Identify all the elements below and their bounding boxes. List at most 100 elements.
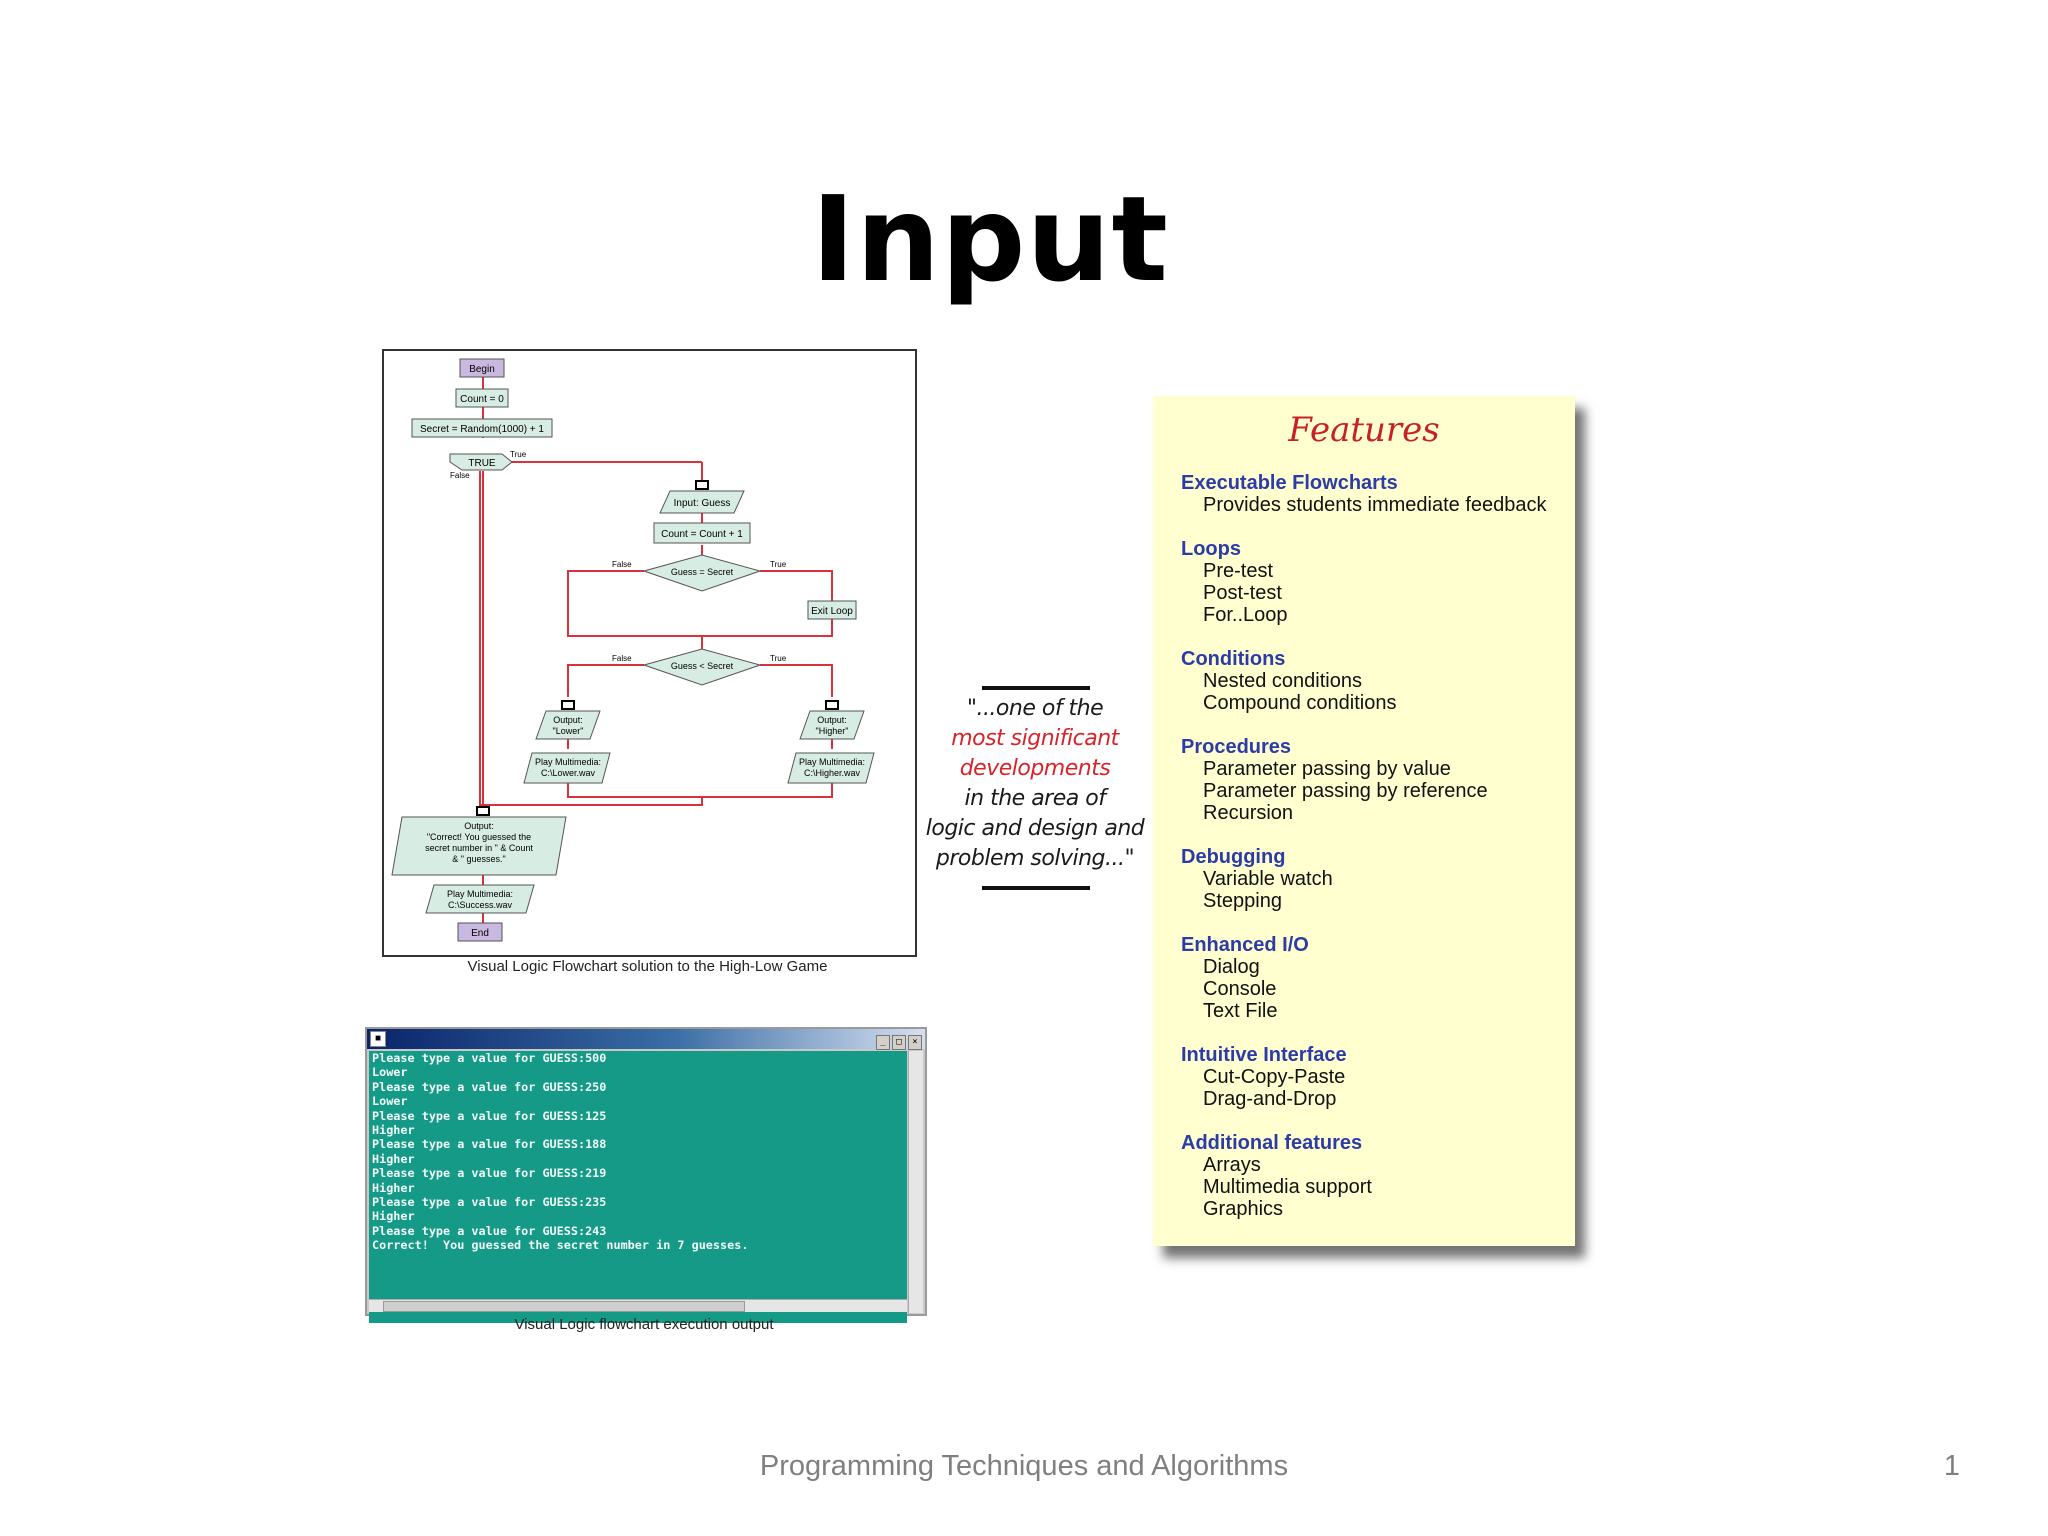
- console-line: Higher: [372, 1209, 415, 1224]
- svg-text:Count = Count + 1: Count = Count + 1: [661, 529, 743, 540]
- console-line: Please type a value for GUESS:243: [372, 1223, 607, 1238]
- svg-text:Input: Guess: Input: Guess: [674, 498, 731, 509]
- feature-item: Graphics: [1203, 1198, 1284, 1220]
- quote-text: "...one of the most significant developm…: [925, 694, 1145, 874]
- vertical-scrollbar[interactable]: [908, 1051, 923, 1313]
- console-line: Lower: [372, 1094, 408, 1109]
- features-panel: Features Executable Flowcharts Provides …: [1153, 396, 1575, 1246]
- svg-text:Guess < Secret: Guess < Secret: [671, 661, 734, 671]
- feature-item: Post-test: [1203, 582, 1282, 604]
- feature-group: Loops Pre-test Post-test For..Loop: [1181, 538, 1547, 626]
- feature-group: Enhanced I/O Dialog Console Text File: [1181, 934, 1547, 1022]
- flowchart-guess-lt-node: Guess < Secret False True: [612, 648, 787, 686]
- maximize-button[interactable]: □: [892, 1035, 906, 1050]
- feature-item: Arrays: [1203, 1154, 1261, 1176]
- feature-group: Conditions Nested conditions Compound co…: [1181, 648, 1547, 714]
- feature-group: Debugging Variable watch Stepping: [1181, 846, 1547, 912]
- feature-heading: Procedures: [1181, 736, 1292, 758]
- console-line: Please type a value for GUESS:125: [372, 1108, 607, 1123]
- feature-item: Parameter passing by reference: [1203, 780, 1488, 802]
- svg-text:C:\Higher.wav: C:\Higher.wav: [804, 768, 861, 778]
- feature-heading: Additional features: [1181, 1132, 1363, 1154]
- console-line: Please type a value for GUESS:250: [372, 1079, 607, 1094]
- console-titlebar[interactable]: ■ _□×: [367, 1029, 925, 1050]
- minimize-button[interactable]: _: [876, 1035, 890, 1050]
- slide-title: Input: [811, 170, 1169, 308]
- svg-text:Begin: Begin: [469, 364, 495, 375]
- feature-group: Procedures Parameter passing by value Pa…: [1181, 736, 1547, 824]
- svg-text:C:\Success.wav: C:\Success.wav: [448, 900, 513, 910]
- quote-bottom-rule: [982, 886, 1090, 890]
- console-line: Correct! You guessed the secret number i…: [372, 1238, 749, 1253]
- flowchart-caption: Visual Logic Flowchart solution to the H…: [467, 958, 828, 975]
- svg-text:True: True: [510, 450, 527, 459]
- svg-text:C:\Lower.wav: C:\Lower.wav: [541, 768, 596, 778]
- feature-group: Additional features Arrays Multimedia su…: [1181, 1132, 1547, 1220]
- flowchart-diagram: Begin Count = 0 Secret = Random(1000) + …: [391, 358, 875, 942]
- feature-item: Nested conditions: [1203, 670, 1362, 692]
- console-line: Please type a value for GUESS:219: [372, 1166, 607, 1181]
- svg-text:False: False: [612, 560, 632, 569]
- flowchart-loop-node: TRUE True False: [449, 450, 527, 480]
- svg-text:True: True: [770, 654, 787, 663]
- quote-line-highlight: developments: [959, 756, 1111, 781]
- console-caption: Visual Logic flowchart execution output: [514, 1316, 774, 1333]
- feature-item: Dialog: [1203, 956, 1260, 978]
- app-icon[interactable]: ■: [370, 1031, 386, 1047]
- flowchart-input-guess-node: Input: Guess: [659, 480, 745, 514]
- svg-text:"Lower": "Lower": [553, 726, 584, 736]
- feature-heading: Intuitive Interface: [1181, 1044, 1347, 1066]
- svg-text:Output:: Output:: [553, 715, 583, 725]
- feature-group: Intuitive Interface Cut-Copy-Paste Drag-…: [1181, 1044, 1547, 1110]
- svg-text:False: False: [450, 471, 470, 480]
- features-list: Executable Flowcharts Provides students …: [1181, 472, 1547, 1242]
- svg-text:Play Multimedia:: Play Multimedia:: [447, 889, 513, 899]
- feature-item: Text File: [1203, 1000, 1278, 1022]
- svg-text:& " guesses.": & " guesses.": [452, 854, 505, 864]
- feature-heading: Loops: [1181, 538, 1241, 560]
- slide-page-number: 1: [1943, 1450, 1960, 1482]
- feature-item: Parameter passing by value: [1203, 758, 1451, 780]
- horizontal-scrollbar[interactable]: [369, 1299, 907, 1312]
- feature-item: Console: [1203, 978, 1277, 1000]
- svg-text:False: False: [612, 654, 632, 663]
- close-button[interactable]: ×: [908, 1035, 922, 1050]
- feature-heading: Debugging: [1181, 846, 1286, 868]
- feature-item: Stepping: [1203, 890, 1282, 912]
- svg-text:"Correct! You guessed the: "Correct! You guessed the: [427, 832, 531, 842]
- feature-item: Compound conditions: [1203, 692, 1397, 714]
- svg-text:secret number in " & Count: secret number in " & Count: [425, 843, 533, 853]
- svg-text:Output:: Output:: [464, 821, 494, 831]
- quote-line: "...one of the: [966, 696, 1104, 721]
- console-line: Please type a value for GUESS:188: [372, 1137, 607, 1152]
- flowchart-output-higher-node: Output: "Higher": [799, 700, 865, 740]
- flowchart-end-node: End: [457, 922, 503, 942]
- svg-text:"Higher": "Higher": [816, 726, 849, 736]
- quote-line-highlight: most significant: [951, 726, 1119, 751]
- flowchart-output-correct-node: Output: "Correct! You guessed the secret…: [391, 806, 567, 876]
- feature-item: Cut-Copy-Paste: [1203, 1066, 1346, 1088]
- flowchart-figure: Begin Count = 0 Secret = Random(1000) + …: [382, 349, 917, 957]
- svg-text:End: End: [471, 928, 489, 939]
- feature-item: Variable watch: [1203, 868, 1333, 890]
- svg-text:True: True: [770, 560, 787, 569]
- feature-item: Pre-test: [1203, 560, 1274, 582]
- quote-top-rule: [982, 686, 1090, 690]
- scrollbar-thumb[interactable]: [383, 1301, 745, 1312]
- slide-footer: Programming Techniques and Algorithms: [759, 1450, 1289, 1482]
- feature-group: Executable Flowcharts Provides students …: [1181, 472, 1547, 516]
- feature-item: Drag-and-Drop: [1203, 1088, 1337, 1110]
- quote-line: in the area of: [964, 786, 1106, 811]
- console-line: Higher: [372, 1151, 415, 1166]
- svg-text:TRUE: TRUE: [468, 458, 496, 469]
- feature-item: Provides students immediate feedback: [1203, 494, 1547, 516]
- svg-text:Play Multimedia:: Play Multimedia:: [535, 757, 601, 767]
- flowchart-multimedia-lower-node: Play Multimedia: C:\Lower.wav: [523, 752, 611, 784]
- svg-text:Secret = Random(1000) + 1: Secret = Random(1000) + 1: [420, 424, 544, 435]
- console-line: Please type a value for GUESS:235: [372, 1195, 607, 1210]
- flowchart-secret-node: Secret = Random(1000) + 1: [411, 418, 553, 438]
- feature-heading: Conditions: [1181, 648, 1286, 670]
- console-line: Higher: [372, 1180, 415, 1195]
- svg-text:Exit Loop: Exit Loop: [811, 606, 853, 617]
- console-output: Please type a value for GUESS:500 Lower …: [369, 1051, 907, 1323]
